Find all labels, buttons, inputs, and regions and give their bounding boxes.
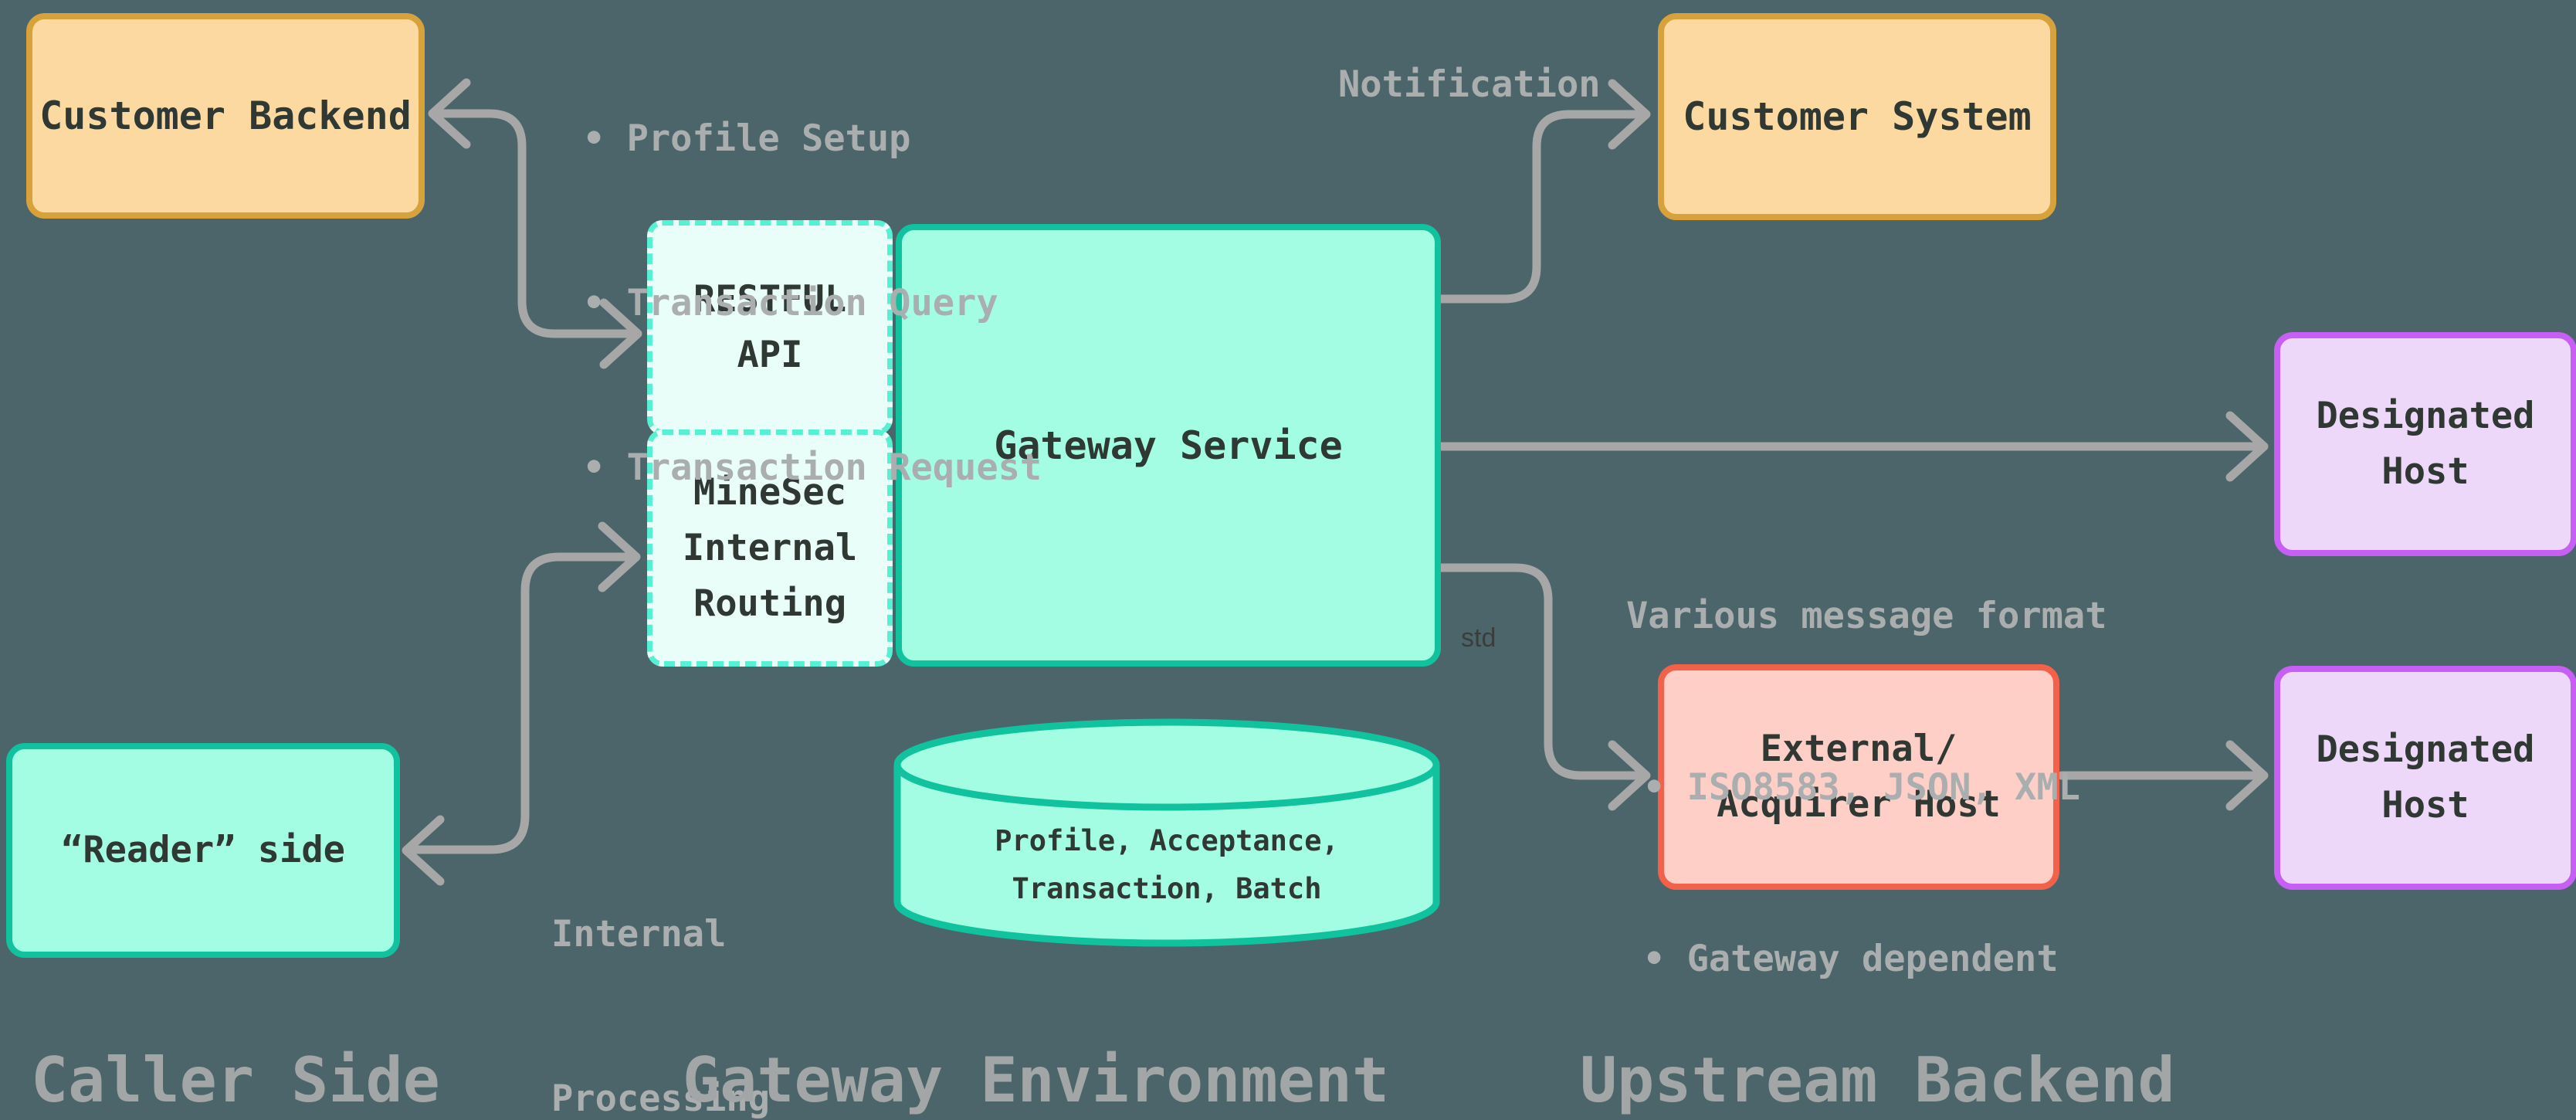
external-host-line2: Acquirer Host <box>1717 783 2001 826</box>
designated-host-top-line2: Host <box>2381 450 2469 493</box>
arrow-gateway-customer-system <box>1436 110 1649 304</box>
external-host-line1: External/ <box>1760 728 1957 770</box>
arrowhead-right-designated-top <box>2225 411 2269 482</box>
message-format-note: Various message format • ISO8583, JSON, … <box>1626 473 2107 1102</box>
caller-capability-1: • Profile Setup <box>583 117 911 160</box>
minesec-line1: MineSec <box>693 470 847 514</box>
customer-system-node: Customer System <box>1658 13 2056 220</box>
message-format-title: Various message format <box>1626 595 2107 637</box>
arrowhead-right-restful-api <box>599 298 642 369</box>
internal-processing-line2: Processing <box>551 1078 770 1120</box>
notification-label: Notification <box>1338 63 1601 106</box>
arrow-gateway-external-host <box>1436 563 1649 780</box>
database-line2: Transaction, Batch <box>1012 872 1322 905</box>
caller-capabilities-list: • Profile Setup • Transaction Query • Tr… <box>583 2 1042 605</box>
gateway-service-node: Gateway Service <box>896 224 1441 667</box>
designated-host-bottom-node: Designated Host <box>2274 666 2576 890</box>
designated-host-top-line1: Designated <box>2316 395 2535 437</box>
section-gateway-environment: Gateway Environment <box>683 1044 1390 1116</box>
restful-api-node: RESTFUL API <box>647 220 893 435</box>
arrowhead-left-reader-side <box>402 815 445 886</box>
std-label: std <box>1461 623 1496 653</box>
customer-backend-label: Customer Backend <box>39 93 412 138</box>
designated-host-top-node: Designated Host <box>2274 332 2576 556</box>
section-caller-side: Caller Side <box>31 1044 440 1116</box>
database-line1: Profile, Acceptance, <box>995 824 1339 857</box>
message-format-item-2: • Gateway dependent <box>1643 938 2059 980</box>
message-format-item-1: • ISO8583, JSON, XML <box>1643 766 2080 809</box>
section-upstream-backend: Upstream Backend <box>1580 1044 2175 1116</box>
database-label: Profile, Acceptance, Transaction, Batch <box>893 817 1440 913</box>
gateway-service-label: Gateway Service <box>994 423 1343 468</box>
minesec-line3: Routing <box>693 582 847 625</box>
minesec-line2: Internal <box>682 526 858 569</box>
designated-host-bottom-line1: Designated <box>2316 728 2535 771</box>
restful-api-line1: RESTFUL <box>693 278 847 321</box>
reader-side-label: “Reader” side <box>61 829 345 871</box>
database-cylinder: Profile, Acceptance, Transaction, Batch <box>893 718 1440 947</box>
customer-system-label: Customer System <box>1683 94 2032 139</box>
designated-host-bottom-line2: Host <box>2381 784 2469 826</box>
cylinder-shape <box>893 718 1440 947</box>
minesec-routing-node: MineSec Internal Routing <box>647 429 893 667</box>
arrowhead-right-external-host <box>1608 740 1651 811</box>
caller-capability-3: • Transaction Request <box>583 446 1042 489</box>
reader-side-node: “Reader” side <box>6 743 400 958</box>
arrow-reader-minesec <box>403 552 639 854</box>
internal-processing-line1: Internal <box>551 913 727 955</box>
customer-backend-node: Customer Backend <box>26 13 425 219</box>
arrowhead-right-designated-bottom <box>2225 740 2269 811</box>
caller-capability-2: • Transaction Query <box>583 282 998 324</box>
external-acquirer-host-node: External/ Acquirer Host <box>1658 664 2059 890</box>
arrowhead-left-customer-backend <box>428 78 471 149</box>
arrowhead-right-minesec <box>598 521 641 592</box>
internal-processing-note: Internal Processing <box>551 797 770 1120</box>
arrowhead-right-customer-system <box>1608 79 1651 150</box>
restful-api-line2: API <box>737 334 803 376</box>
arrow-customer-backend-restful <box>429 109 641 338</box>
